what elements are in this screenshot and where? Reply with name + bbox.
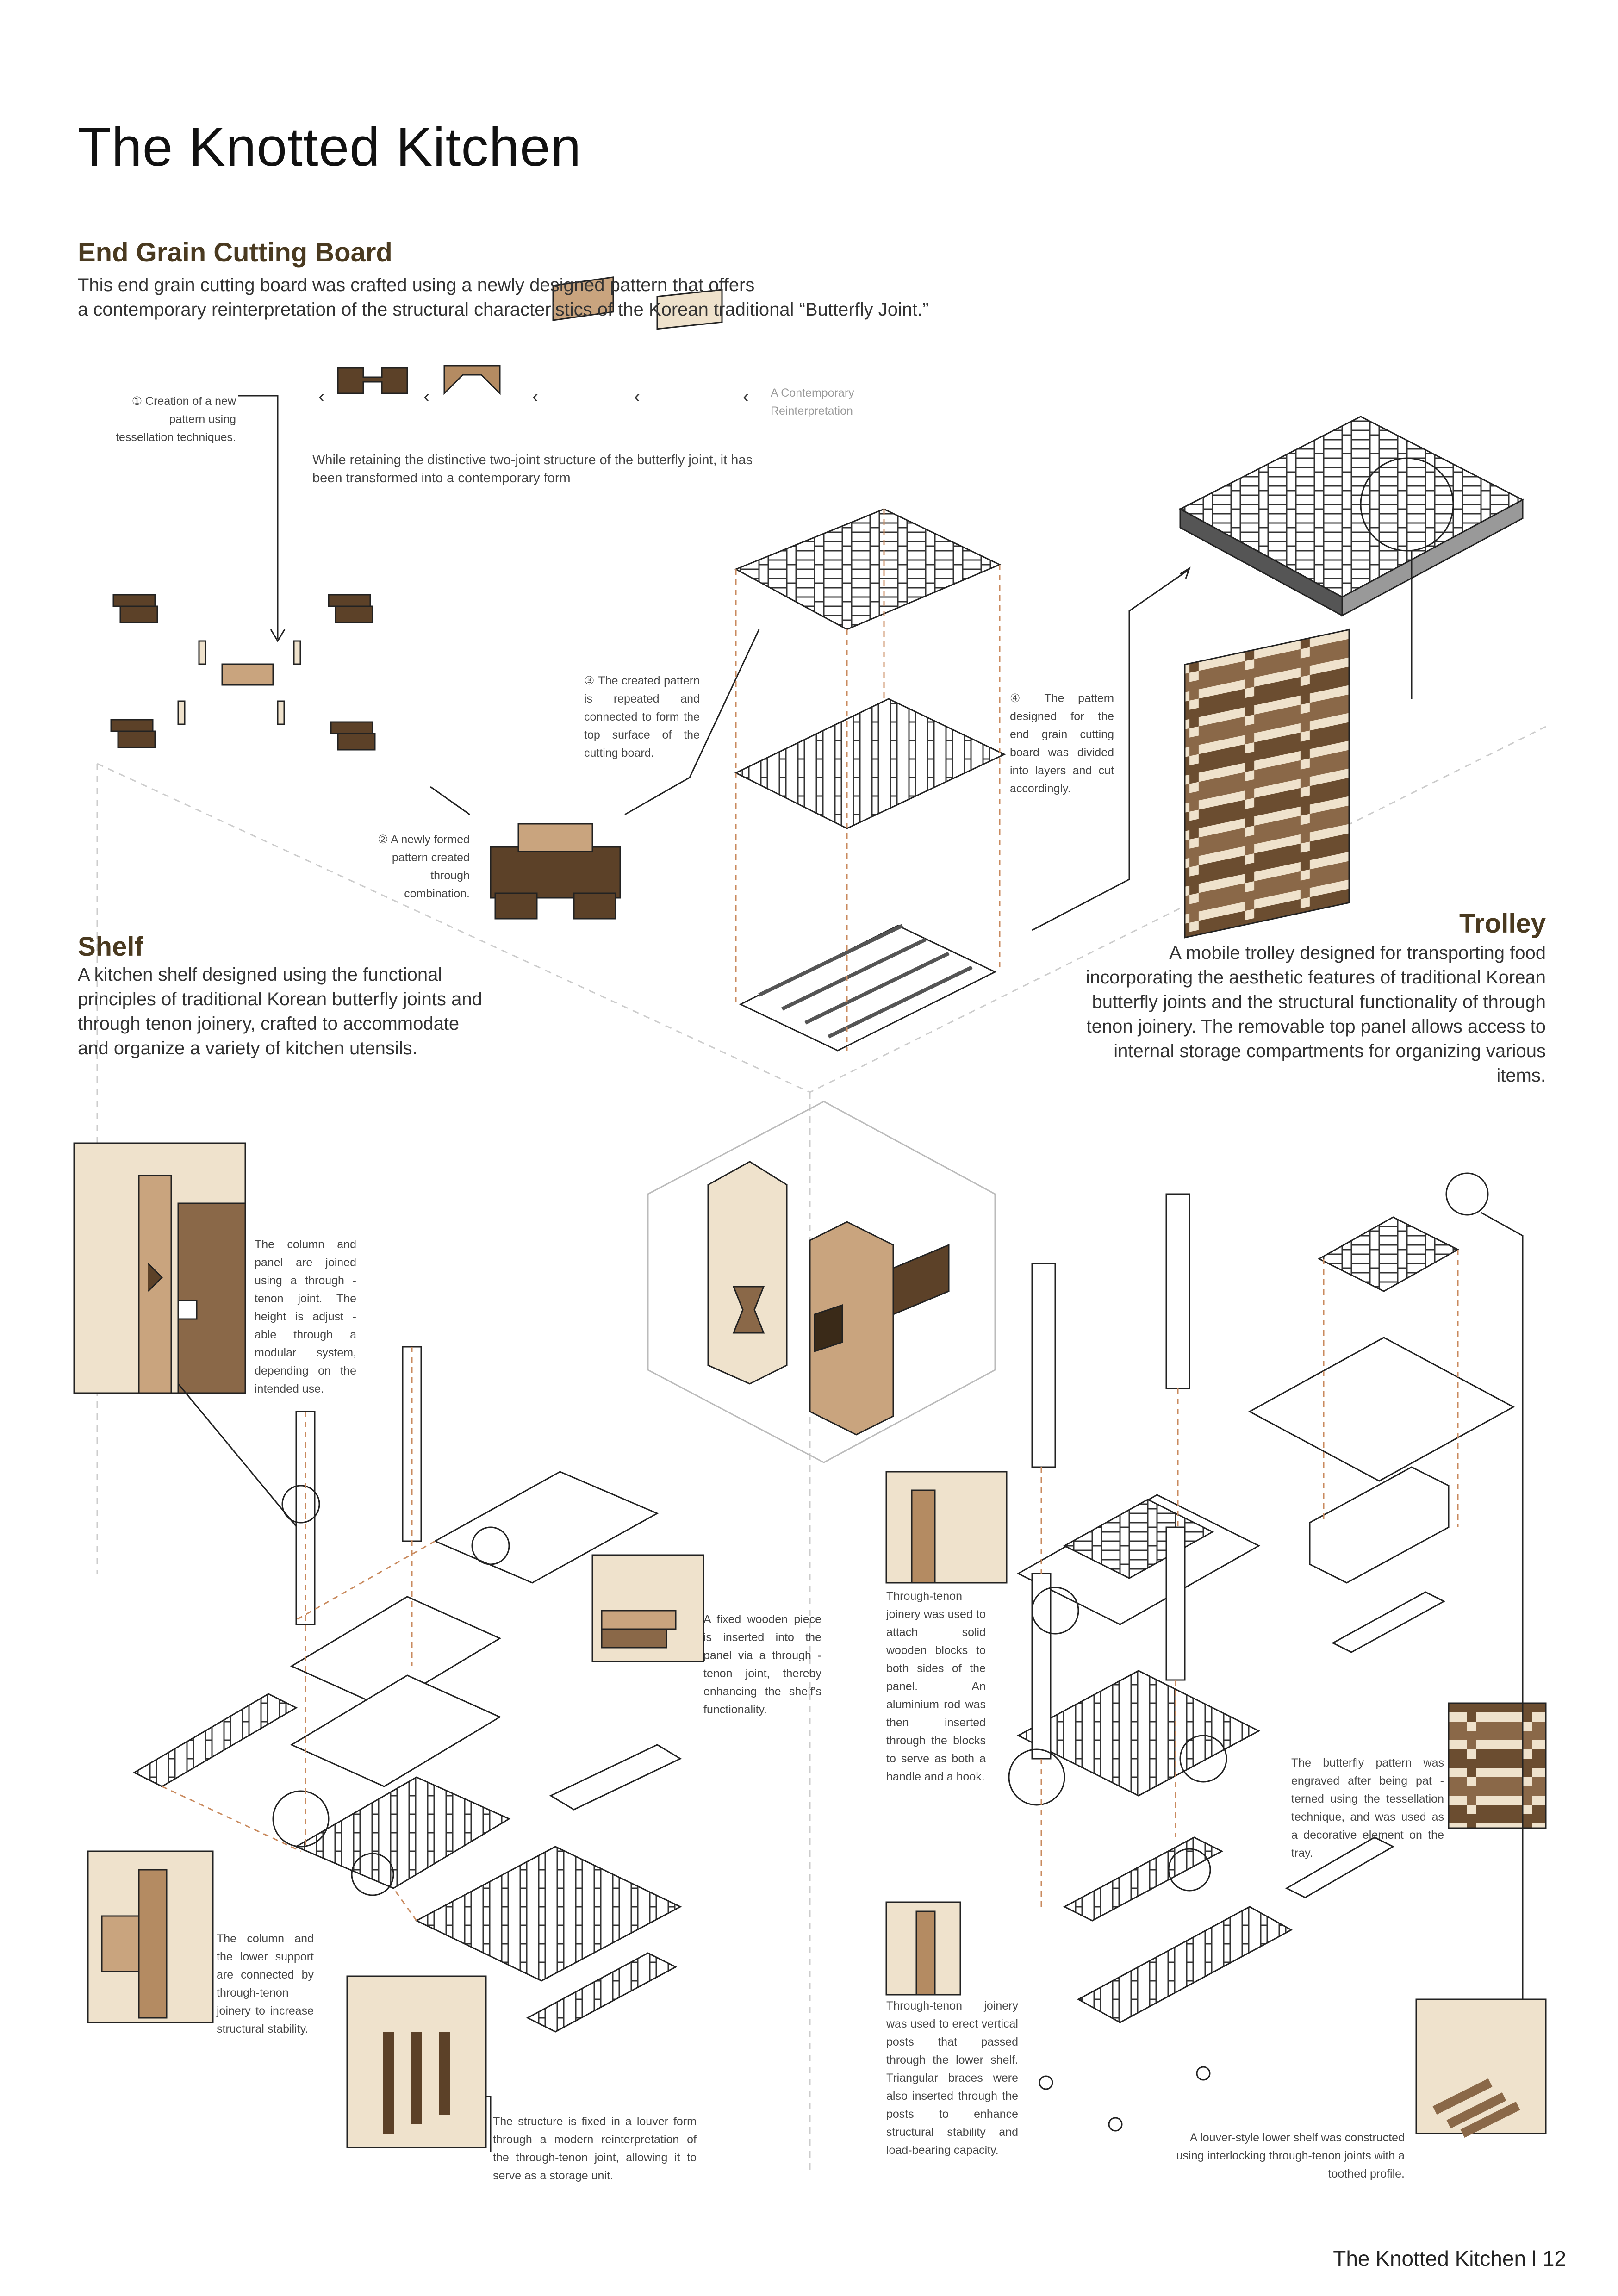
shelf-note-fixed-piece: A fixed wooden piece is inserted into th… <box>703 1613 821 1716</box>
butterfly-joint-cube <box>647 1101 996 1463</box>
svg-text:‹: ‹ <box>634 386 640 407</box>
svg-text:‹: ‹ <box>423 386 429 407</box>
trolley-lower-shelf-detail <box>1415 1998 1547 2138</box>
fixed-piece-detail <box>591 1554 704 1662</box>
lower-support-detail <box>87 1850 214 2023</box>
louver-detail <box>346 1975 487 2148</box>
trolley-description: A mobile trolley designed for transporti… <box>1086 943 1546 1086</box>
step-3-note: ③ The created pattern is repeated and co… <box>584 674 700 759</box>
step-4-note: ④ The pattern designed for the end grain… <box>1010 692 1114 795</box>
exploded-board-layers <box>734 508 1006 1052</box>
trolley-note-lower-shelf: A louver-style lower shelf was construct… <box>1176 2131 1405 2180</box>
page-title: The Knotted Kitchen <box>78 117 582 178</box>
cutting-board-description: This end grain cutting board was crafted… <box>78 275 929 320</box>
svg-text:‹: ‹ <box>318 386 324 407</box>
shelf-heading: Shelf <box>78 932 143 962</box>
trolley-handle-detail <box>885 1471 1008 1584</box>
reinterpretation-label: A Contemporary Reinterpretation <box>771 386 854 417</box>
trolley-tray-detail <box>1448 1702 1547 1829</box>
trolley-note-vertical-posts: Through-tenon joinery was used to erect … <box>886 1999 1018 2157</box>
svg-text:‹: ‹ <box>532 386 538 407</box>
page-footer: The Knotted Kitchen l 12 <box>1333 2246 1566 2271</box>
step-1-note: ① Creation of a new pattern using tessel… <box>116 395 236 444</box>
shelf-description: A kitchen shelf designed using the funct… <box>78 964 482 1058</box>
step-2-note: ② A newly formed pattern created through… <box>378 833 470 900</box>
trolley-note-butterfly-tray: The butterfly pattern was engraved after… <box>1291 1756 1444 1860</box>
shelf-note-lower-support: The column and the lower support are con… <box>217 1932 314 2035</box>
trolley-assembly <box>1008 1172 1515 2132</box>
joint-evolution-row: ‹ ‹ ‹ ‹ ‹ <box>318 276 749 407</box>
shelf-column-detail <box>73 1142 246 1394</box>
combined-pattern-block <box>490 823 621 920</box>
retaining-note: While retaining the distinctive two-join… <box>312 453 753 485</box>
svg-text:‹: ‹ <box>743 386 749 407</box>
shelf-assembly <box>132 1346 682 2033</box>
shelf-note-column-panel: The column and panel are joined using a … <box>255 1238 356 1395</box>
cutting-board-heading: End Grain Cutting Board <box>78 237 392 268</box>
tessellation-assembly <box>110 594 376 751</box>
trolley-note-through-tenon: Through-tenon joinery was used to attach… <box>886 1590 986 1783</box>
trolley-post-detail <box>885 1901 961 1996</box>
assembly-guides <box>735 509 1001 1051</box>
shelf-note-louver: The structure is fixed in a louver form … <box>493 2115 697 2182</box>
board-pattern-texture <box>1184 628 1350 939</box>
finished-cutting-board <box>1178 416 1525 699</box>
trolley-heading: Trolley <box>1459 908 1546 939</box>
